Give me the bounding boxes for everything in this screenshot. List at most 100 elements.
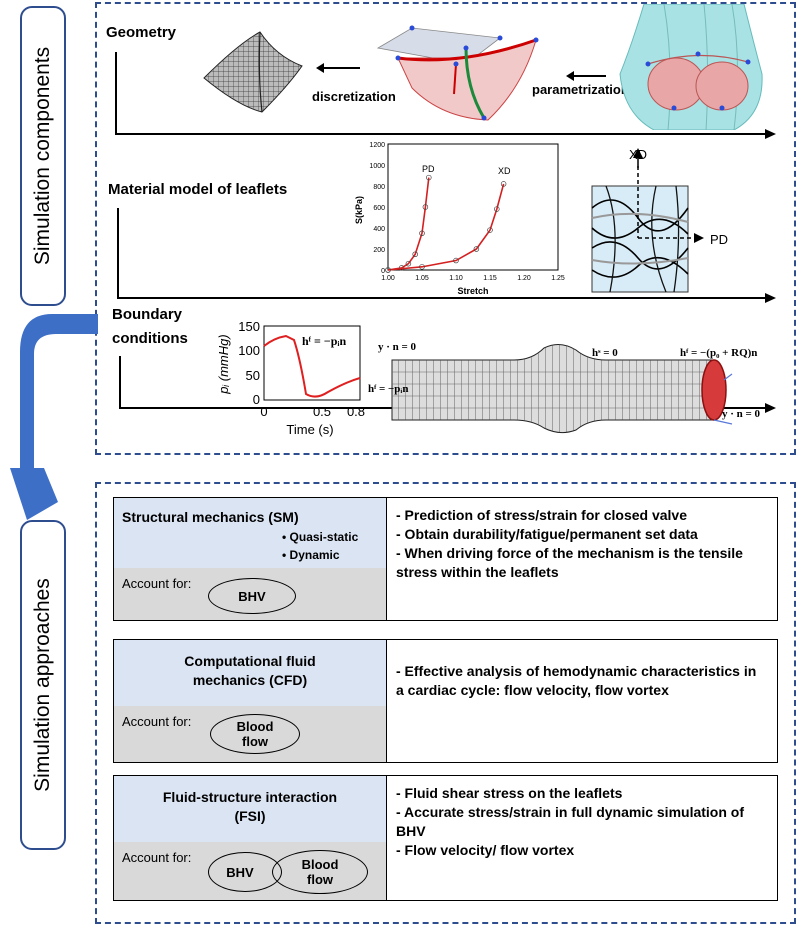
card-account-panel: Account for: Blood flow [114,706,386,762]
chart-ytick-label: 0 [381,268,385,275]
parametric-leaflet-image [376,25,539,121]
series-line-pd [387,177,430,271]
chart-xtick-label: 1.05 [415,275,429,282]
plot-ytick-150: 150 [238,319,260,334]
side-label-text: Simulation approaches [31,578,55,792]
approach-card-fsi: Fluid-structure interaction (FSI) Accoun… [113,775,778,901]
card-description: - Fluid shear stress on the leaflets - A… [386,776,777,900]
data-point-xd [453,257,459,264]
bc-yn-right: y · n = 0 [722,408,761,420]
card-description: - Prediction of stress/strain for closed… [386,498,777,620]
card-left-panel: Fluid-structure interaction (FSI) Accoun… [114,776,387,900]
data-point-pd [419,230,425,236]
series-line-xd [387,183,505,271]
card-title-panel: Computational fluid mechanics (CFD) [114,640,386,707]
plot-xtick-0: 0 [260,404,267,419]
chart-xtick-label: 1.00 [381,275,395,282]
data-point-xd [473,246,480,252]
chart-ytick-label: 1000 [369,163,385,170]
chart-ytick-label: 1200 [369,142,385,149]
pressure-time-plot: 150 100 50 0 0 0.5 0.8 Time (s) pᵢ (mmHg… [216,319,365,437]
plot-ylabel: pᵢ (mmHg) [216,334,231,394]
data-point-pd [412,251,418,257]
plot-ytick-0: 0 [253,392,260,407]
card-title-panel: Fluid-structure interaction (FSI) [114,776,386,843]
approach-card-sm: Structural mechanics (SM) • Quasi-static… [113,497,778,621]
account-label: Account for: [122,576,192,591]
vessel-mesh-image [391,344,733,434]
axis-label-pd: PD [710,232,729,247]
chart-ytick-label: 800 [373,184,385,191]
bullet-quasi-static: • Quasi-static [282,530,359,544]
ellipse-bhv: BHV [208,578,296,614]
card-title-panel: Structural mechanics (SM) • Quasi-static… [114,498,386,569]
simulation-components-frame [95,2,796,455]
curve-label-xd: XD [498,166,511,176]
plot-xlabel: Time (s) [286,422,333,437]
plot-xtick-08: 0.8 [347,404,365,419]
data-point-xd [500,181,507,187]
card-description: - Effective analysis of hemodynamic char… [386,640,777,762]
data-point-pd [426,174,432,181]
chart-xtick-label: 1.10 [449,275,463,282]
axis-label-xd: XD [629,147,648,162]
simulation-approaches-frame [95,482,796,924]
data-point-xd [419,264,425,270]
chart-xtick-label: 1.25 [551,275,565,282]
bullet-dynamic: • Dynamic [282,548,340,562]
desc-item: - Fluid shear stress on the leaflets [396,785,623,801]
bc-hf-left: hᶠ = −pᵢn [368,383,409,395]
chart-xtick-label: 1.15 [483,275,497,282]
curve-label-pd: PD [422,164,435,174]
chart-ytick-label: 400 [373,226,385,233]
bc-h0: hˢ = 0 [592,347,618,359]
material-title: Material model of leaflets [108,181,288,198]
chart-ytick-label: 600 [373,205,385,212]
geometry-axis [115,52,776,139]
bc-yn-left: y · n = 0 [378,341,417,353]
material-axis [117,208,776,303]
desc-item: - Prediction of stress/strain for closed… [396,507,687,523]
stress-stretch-chart: 0 200 400 600 800 1000 1200 1.00 1.05 1.10 1.15 1.… [354,142,565,296]
side-label-simulation-components: Simulation components [20,6,66,306]
side-label-text: Simulation components [31,46,55,266]
discretization-label: discretization [312,89,396,104]
card-account-panel: Account for: BHV Blood flow [114,842,386,900]
desc-item: - Effective analysis of hemodynamic char… [396,663,757,698]
approach-card-cfd: Computational fluid mechanics (CFD) Acco… [113,639,778,763]
geometry-title: Geometry [106,24,177,41]
arrow-left-discretization [316,63,360,73]
boundary-title-line1: Boundary [112,306,183,323]
card-left-panel: Computational fluid mechanics (CFD) Acco… [114,640,387,762]
card-title: Structural mechanics (SM) [122,509,299,525]
arrow-left-parametrization [566,71,606,81]
plot-ytick-50: 50 [246,368,260,383]
card-left-panel: Structural mechanics (SM) • Quasi-static… [114,498,387,620]
data-point-xd [494,206,500,212]
plot-xtick-05: 0.5 [313,404,331,419]
chart-plot-area [387,143,559,271]
desc-item: - Accurate stress/strain in full dynamic… [396,804,745,839]
desc-item: - When driving force of the mechanism is… [396,545,743,580]
data-point-pd [405,260,412,267]
chart-xtick-label: 1.20 [517,275,531,282]
card-title: Fluid-structure interaction (FSI) [162,789,338,824]
aortic-root-image [619,4,763,130]
data-point-xd [487,227,493,233]
plot-ytick-100: 100 [238,343,260,358]
chart-ytick-label: 200 [373,247,385,254]
ellipse-bhv: BHV [208,852,282,892]
bc-hf-right: hᶠ = −(p₀ + RQ)n [680,347,758,359]
eq-flux-label: hᶠ = −pᵢn [302,334,347,348]
parametrization-label: parametrization [532,82,629,97]
card-title: Computational fluid mechanics (CFD) [184,653,316,688]
ellipse-blood-flow: Blood flow [272,850,368,894]
fiber-network-image [591,148,704,293]
connector-arrow [10,314,98,520]
data-point-pd [422,204,429,210]
leaflet-mesh-image [203,31,303,113]
account-label: Account for: [122,850,192,865]
desc-item: - Flow velocity/ flow vortex [396,842,575,858]
boundary-title-line2: conditions [112,330,188,347]
chart-xlabel: Stretch [457,286,488,296]
